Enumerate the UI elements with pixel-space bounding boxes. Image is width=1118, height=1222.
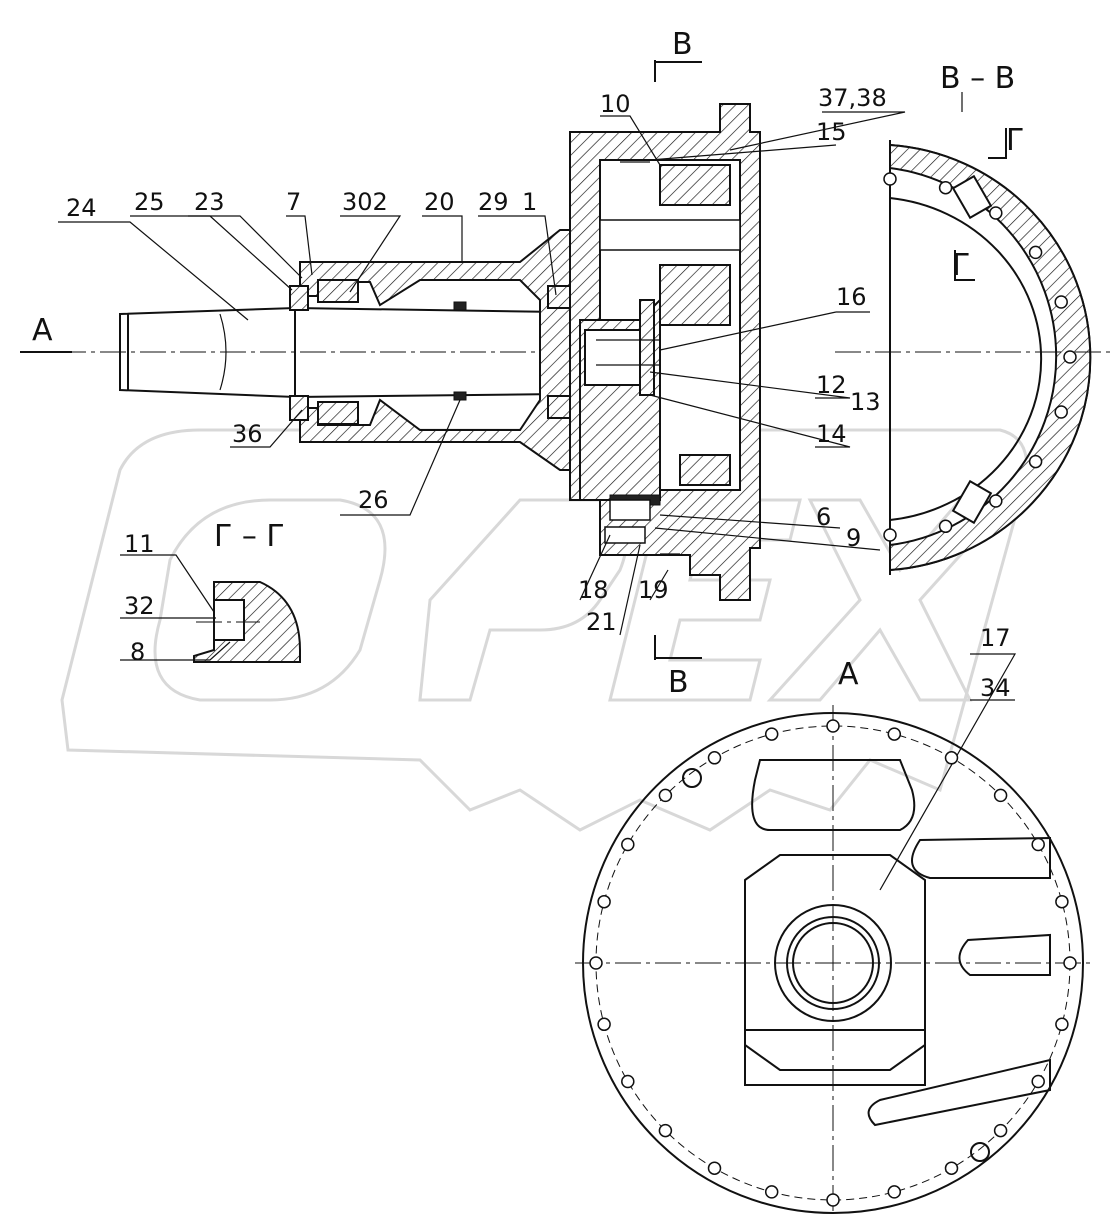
label-34: 34 bbox=[980, 674, 1011, 702]
cut-g-top-label: Г bbox=[1006, 123, 1024, 158]
label-13: 13 bbox=[850, 388, 881, 416]
label-10: 10 bbox=[600, 90, 631, 118]
bolt-hole bbox=[938, 180, 953, 195]
label-12: 12 bbox=[816, 371, 847, 399]
view-a bbox=[575, 705, 1095, 1215]
label-16: 16 bbox=[836, 283, 867, 311]
bolt-hole bbox=[1063, 956, 1077, 970]
label-11: 11 bbox=[124, 530, 155, 558]
label-18: 18 bbox=[578, 576, 609, 604]
bolt-hole bbox=[887, 727, 902, 741]
cut-markers bbox=[20, 60, 1007, 660]
bolt-hole bbox=[944, 751, 959, 765]
bolt-hole bbox=[597, 1017, 611, 1032]
cut-g-bottom-label: Г bbox=[952, 248, 970, 283]
bolt-hole bbox=[883, 528, 897, 542]
bolt-hole bbox=[1031, 1074, 1045, 1089]
bolt-hole bbox=[938, 519, 953, 534]
view-a-title: A bbox=[838, 657, 859, 692]
label-17: 17 bbox=[980, 624, 1011, 652]
bolt-hole bbox=[621, 1074, 635, 1089]
main-section-view bbox=[20, 103, 761, 601]
bolt-hole bbox=[764, 727, 779, 741]
bolt-hole bbox=[621, 837, 635, 852]
bolt-hole bbox=[887, 1185, 902, 1199]
watermark-logo bbox=[60, 428, 1029, 832]
label-32: 32 bbox=[124, 592, 155, 620]
bolt-hole bbox=[707, 751, 722, 765]
bolt-hole bbox=[1055, 1017, 1069, 1032]
bolt-hole bbox=[1028, 454, 1043, 469]
bolt-hole bbox=[707, 1161, 722, 1175]
label-302: 302 bbox=[342, 188, 388, 216]
bolt-hole bbox=[989, 206, 1003, 220]
label-23: 23 bbox=[194, 188, 225, 216]
part-labels: 24 25 23 7 302 20 29 1 10 37,38 15 16 12… bbox=[66, 84, 1011, 702]
arrow-a-label: A bbox=[32, 313, 53, 348]
section-gg-view bbox=[193, 581, 301, 663]
label-36: 36 bbox=[232, 420, 263, 448]
section-b-bottom-label: B bbox=[668, 665, 689, 700]
label-14: 14 bbox=[816, 420, 847, 448]
bolt-holes bbox=[589, 172, 1077, 1207]
view-labels: B B B – B Г – Г Г Г A A bbox=[32, 27, 1024, 700]
bolt-hole bbox=[993, 1123, 1008, 1138]
bolt-hole bbox=[1028, 245, 1043, 260]
bolt-hole bbox=[826, 1193, 840, 1207]
label-6: 6 bbox=[816, 503, 831, 531]
bolt-hole bbox=[1054, 405, 1068, 419]
leader-lines bbox=[58, 92, 1017, 891]
bolt-hole bbox=[658, 1123, 673, 1138]
bolt-hole bbox=[589, 956, 603, 970]
label-29: 29 bbox=[478, 188, 509, 216]
label-21: 21 bbox=[586, 608, 617, 636]
label-7: 7 bbox=[286, 188, 301, 216]
bolt-hole bbox=[883, 172, 897, 186]
bolt-hole bbox=[658, 788, 673, 803]
label-20: 20 bbox=[424, 188, 455, 216]
label-24: 24 bbox=[66, 194, 97, 222]
bolt-hole bbox=[993, 788, 1008, 803]
label-19: 19 bbox=[638, 576, 669, 604]
label-26: 26 bbox=[358, 486, 389, 514]
section-bb-title: B – B bbox=[940, 61, 1015, 96]
bolt-hole bbox=[1063, 350, 1077, 364]
bolt-hole bbox=[1031, 837, 1045, 852]
bolt-hole bbox=[597, 894, 611, 909]
label-15: 15 bbox=[816, 118, 847, 146]
label-9: 9 bbox=[846, 524, 861, 552]
label-1: 1 bbox=[522, 188, 537, 216]
label-25: 25 bbox=[134, 188, 165, 216]
bolt-hole bbox=[944, 1161, 959, 1175]
section-gg-title: Г – Г bbox=[214, 519, 285, 554]
label-37-38: 37,38 bbox=[818, 84, 887, 112]
bolt-hole bbox=[1055, 894, 1069, 909]
bolt-hole bbox=[826, 719, 840, 733]
label-8: 8 bbox=[130, 638, 145, 666]
section-b-top-label: B bbox=[672, 27, 693, 62]
bolt-hole bbox=[764, 1185, 779, 1199]
bolt-hole bbox=[989, 494, 1003, 508]
bolt-hole bbox=[1054, 295, 1068, 309]
